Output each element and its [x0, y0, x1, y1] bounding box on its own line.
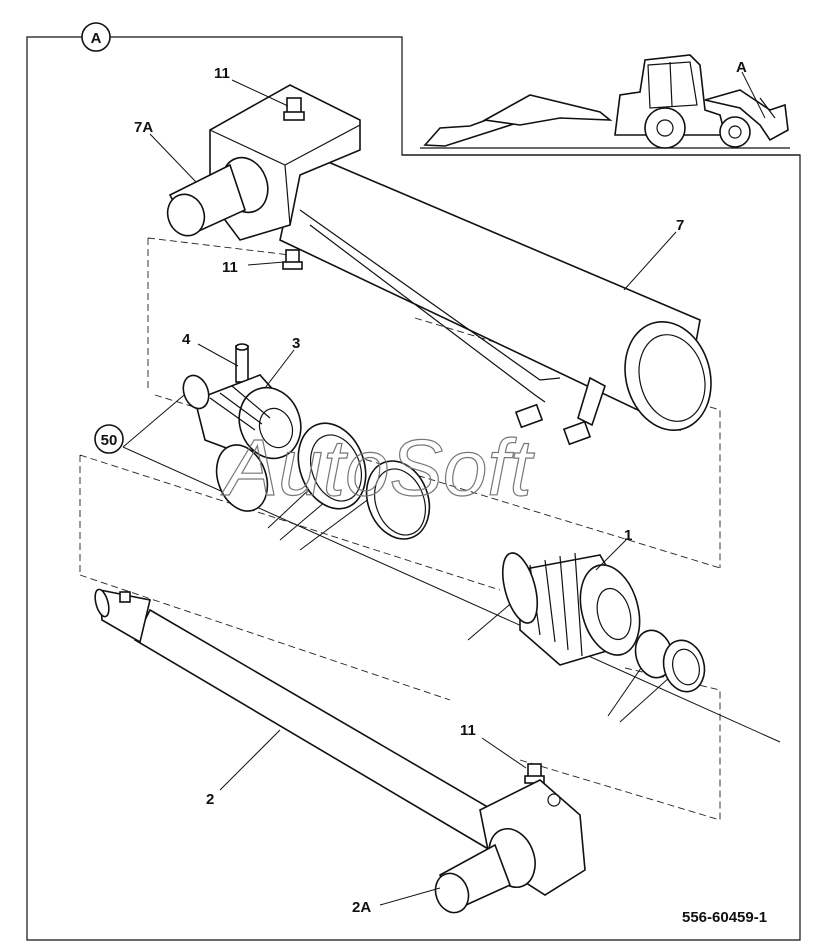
cylinder-barrel	[166, 84, 712, 446]
label-50-circle	[94, 424, 124, 454]
label-50: 50	[101, 432, 118, 449]
piston	[182, 374, 302, 460]
gland	[501, 552, 706, 693]
view-label: A	[91, 30, 102, 47]
label-11-bottom: 11	[460, 722, 476, 739]
grease-nipple-top	[283, 97, 305, 121]
guide-upper	[147, 237, 721, 569]
watermark: AutoSoft	[221, 423, 535, 512]
label-11-top: 11	[214, 65, 230, 82]
label-11-mid: 11	[222, 259, 238, 276]
label-1: 1	[624, 527, 632, 544]
pin	[235, 343, 249, 383]
label-4: 4	[182, 331, 191, 348]
frame-border	[26, 36, 801, 941]
label-3: 3	[292, 335, 300, 352]
label-2: 2	[206, 791, 214, 808]
label-7: 7	[676, 217, 684, 234]
piston-seals	[215, 422, 431, 540]
machine-inset	[420, 54, 790, 149]
view-label-circle	[81, 22, 111, 52]
grease-nipple-bottom	[524, 763, 545, 784]
piston-rod	[94, 588, 586, 914]
label-7a: 7A	[134, 119, 153, 136]
leader-lines	[149, 79, 677, 906]
inset-view-label: A	[736, 59, 747, 76]
label-2a: 2A	[352, 899, 371, 916]
grease-nipple-mid	[282, 249, 303, 270]
drawing-number: 556-60459-1	[682, 909, 767, 926]
